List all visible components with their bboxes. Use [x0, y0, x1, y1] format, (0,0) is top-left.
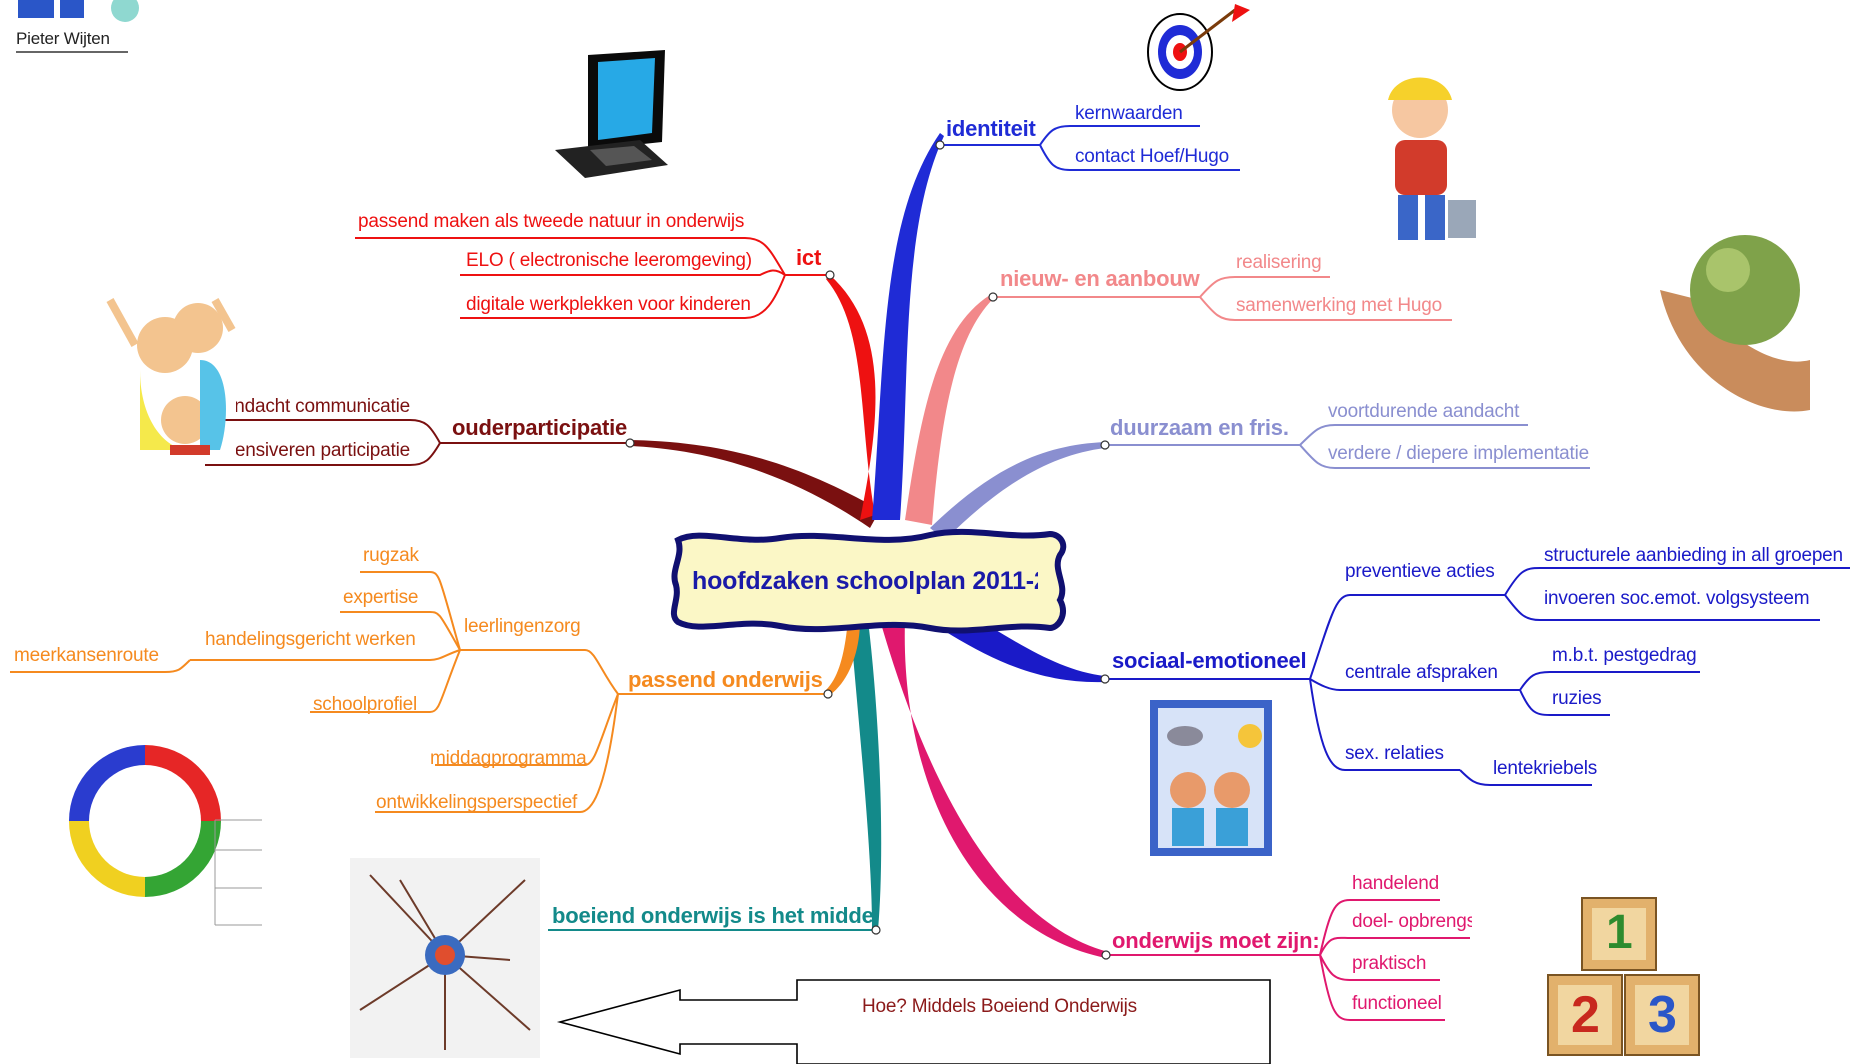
laptop-image	[555, 50, 668, 178]
passend-item-ontwikkeling: ontwikkelingsperspectief	[376, 792, 578, 813]
nieuw-connectors	[993, 276, 1452, 321]
ict-item-1: passend maken als tweede natuur in onder…	[358, 211, 745, 232]
identiteit-item-2: contact Hoef/Hugo	[1075, 146, 1229, 167]
identiteit-label: identiteit	[946, 116, 1036, 141]
ouder-item-1: aandacht communicatie	[236, 396, 410, 417]
sociaal-connectors	[1105, 567, 1850, 786]
zorg-item-handelingsgericht: handelingsgericht werken	[205, 629, 416, 650]
centraal-item-1: m.b.t. pestgedrag	[1552, 645, 1697, 666]
branch-passend	[826, 620, 860, 695]
center-title-box: hoofdzaken schoolplan 2011-2015	[690, 558, 1038, 604]
duurzaam-item-1: voortdurende aandacht	[1328, 401, 1520, 422]
kids-weather-image	[1150, 700, 1272, 856]
onderwijs-item-3: praktisch	[1352, 953, 1427, 974]
ouder-connectors	[205, 419, 630, 466]
onderwijs-item-4: functioneel	[1352, 993, 1442, 1014]
logo	[16, 0, 139, 53]
centraal-label: centrale afspraken	[1345, 662, 1498, 683]
nieuw-label: nieuw- en aanbouw	[1000, 266, 1200, 291]
branch-nieuw	[905, 295, 993, 525]
branch-onderwijs	[880, 620, 1108, 958]
center-title: hoofdzaken schoolplan 2011-2015	[692, 567, 1038, 595]
ouder-items-clip: aandacht communicatie intensiveren parti…	[236, 392, 412, 468]
duurzaam-connectors	[1105, 424, 1590, 469]
color-wheel-image	[69, 745, 262, 926]
zorg-item-schoolprofiel: schoolprofiel	[313, 694, 418, 715]
onderwijs-item-2-clip: doel- opbrengstgericht	[1350, 908, 1472, 936]
block-digit-1: 1	[1606, 906, 1633, 959]
onderwijs-item-2: doel- opbrengstgericht	[1352, 911, 1472, 932]
logo-caption: Pieter Wijten	[16, 29, 110, 48]
identiteit-connectors	[940, 125, 1240, 171]
ict-connectors	[355, 237, 830, 319]
passend-connectors	[10, 571, 828, 813]
globe-in-hands-image	[1660, 235, 1810, 412]
boeiend-label: boeiend onderwijs is het middel	[552, 903, 880, 928]
builder-image	[1388, 77, 1476, 240]
block-digit-2: 2	[1571, 986, 1600, 1044]
callout-arrow	[556, 979, 1271, 1064]
branch-ict	[826, 275, 876, 520]
onderwijs-label: onderwijs moet zijn:	[1112, 928, 1320, 953]
branch-boeiend	[850, 620, 882, 930]
preventief-label: preventieve acties	[1345, 561, 1495, 582]
sex-label: sex. relaties	[1345, 743, 1444, 764]
ict-item-2: ELO ( electronische leeromgeving)	[466, 250, 752, 271]
onderwijs-connectors	[1106, 899, 1470, 1021]
target-image	[1147, 4, 1250, 91]
block-digit-3: 3	[1648, 986, 1677, 1044]
zorg-item-rugzak: rugzak	[363, 545, 419, 566]
preventief-item-1: structurele aanbieding in all groepen	[1544, 545, 1843, 566]
nieuw-item-2: samenwerking met Hugo	[1236, 295, 1442, 316]
sociaal-label: sociaal-emotioneel	[1112, 648, 1307, 673]
preventief-item-2: invoeren soc.emot. volgsysteem	[1544, 588, 1810, 609]
callout-text: Hoe? Middels Boeiend Onderwijs	[862, 996, 1137, 1017]
ict-item-3: digitale werkplekken voor kinderen	[466, 294, 751, 315]
number-blocks-image	[1547, 897, 1700, 1056]
branch-duurzaam	[930, 442, 1105, 540]
ouder-item-2: intensiveren participatie	[236, 440, 410, 461]
family-image	[106, 298, 236, 455]
centraal-item-2: ruzies	[1552, 688, 1602, 709]
mindmap-thumbnail-image	[350, 858, 540, 1058]
center-node	[671, 528, 1067, 634]
passend-item-middag: middagprogramma	[430, 748, 587, 769]
meerkansenroute-label: meerkansenroute	[14, 645, 159, 666]
zorg-item-expertise: expertise	[343, 587, 419, 608]
branch-identiteit	[872, 133, 944, 520]
duurzaam-label: duurzaam en fris.	[1110, 415, 1289, 440]
duurzaam-item-2: verdere / diepere implementatie	[1328, 443, 1589, 464]
ict-label: ict	[796, 245, 822, 270]
identiteit-item-1: kernwaarden	[1075, 103, 1183, 124]
branch-ouderparticipatie	[630, 440, 880, 528]
leerlingenzorg-label: leerlingenzorg	[464, 616, 581, 637]
passend-label: passend onderwijs	[628, 667, 823, 692]
sex-item-1: lentekriebels	[1493, 758, 1598, 779]
node-dots	[625, 140, 1111, 960]
nieuw-item-1: realisering	[1236, 252, 1322, 273]
onderwijs-item-1: handelend	[1352, 873, 1439, 894]
ouder-label: ouderparticipatie	[452, 415, 628, 440]
